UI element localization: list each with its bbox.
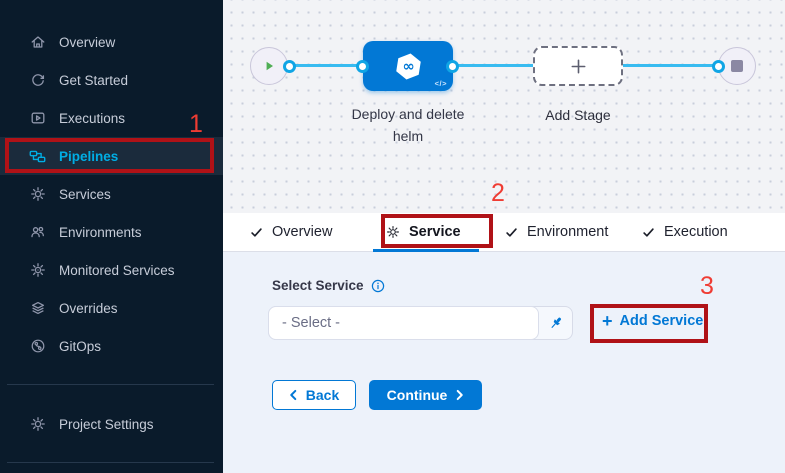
sidebar-item-label: Services bbox=[59, 186, 111, 202]
connector-dot[interactable] bbox=[446, 60, 459, 73]
info-icon[interactable] bbox=[371, 279, 385, 293]
annotation-number-2: 2 bbox=[491, 179, 505, 207]
code-badge: </> bbox=[434, 79, 447, 88]
sidebar-item-environments[interactable]: Environments bbox=[0, 213, 223, 251]
sidebar-item-overrides[interactable]: Overrides bbox=[0, 289, 223, 327]
chevron-left-icon bbox=[289, 389, 298, 401]
select-service-label-row: Select Service bbox=[272, 278, 385, 293]
executions-icon bbox=[29, 110, 46, 127]
check-icon bbox=[505, 226, 518, 239]
add-service-button[interactable]: + Add Service bbox=[602, 312, 703, 330]
tab-label: Service bbox=[409, 224, 461, 240]
chevron-right-icon bbox=[455, 389, 464, 401]
back-button-label: Back bbox=[305, 387, 340, 403]
sidebar-item-overview[interactable]: Overview bbox=[0, 23, 223, 61]
select-service-control: - Select - bbox=[268, 306, 573, 340]
svg-text:∞: ∞ bbox=[402, 58, 414, 75]
add-stage-button[interactable] bbox=[533, 46, 623, 86]
annotation-number-3: 3 bbox=[700, 272, 714, 300]
sidebar-item-label: Pipelines bbox=[59, 148, 119, 164]
continue-button[interactable]: Continue bbox=[369, 380, 482, 410]
home-icon bbox=[29, 34, 46, 51]
sidebar-nav: Overview Get Started Executions Pipeline… bbox=[0, 23, 223, 365]
services-gear-icon bbox=[29, 186, 46, 203]
main-panel: ∞ </> Deploy and delete helm Add Stage 2 bbox=[223, 0, 785, 473]
pin-runtime-input-button[interactable] bbox=[539, 307, 572, 339]
sidebar-item-label: Monitored Services bbox=[59, 262, 175, 278]
tab-label: Execution bbox=[664, 224, 728, 240]
tab-label: Environment bbox=[527, 224, 609, 240]
gitops-icon bbox=[29, 338, 46, 355]
sidebar-item-label: GitOps bbox=[59, 338, 102, 354]
pipeline-start-node[interactable] bbox=[250, 47, 288, 85]
service-form: Select Service - Select - + Add Service bbox=[223, 252, 785, 473]
add-stage-label: Add Stage bbox=[545, 107, 611, 123]
sidebar-item-executions[interactable]: Executions bbox=[0, 99, 223, 137]
gear-icon bbox=[29, 416, 46, 433]
tab-execution[interactable]: Execution bbox=[642, 213, 728, 251]
connector-dot[interactable] bbox=[356, 60, 369, 73]
sidebar-footer: Project Settings bbox=[0, 405, 223, 443]
sidebar-item-get-started[interactable]: Get Started bbox=[0, 61, 223, 99]
sidebar-divider bbox=[7, 462, 214, 463]
select-service-dropdown[interactable]: - Select - bbox=[268, 306, 539, 340]
tab-environment[interactable]: Environment bbox=[505, 213, 608, 251]
tab-label: Overview bbox=[272, 224, 333, 240]
connector-dot[interactable] bbox=[712, 60, 725, 73]
sidebar-item-label: Project Settings bbox=[59, 416, 154, 432]
sidebar-item-label: Get Started bbox=[59, 72, 129, 88]
pipeline-canvas: ∞ </> Deploy and delete helm Add Stage 2 bbox=[223, 0, 785, 213]
sidebar-item-pipelines[interactable]: Pipelines bbox=[0, 137, 223, 175]
play-icon bbox=[262, 59, 276, 73]
monitored-services-icon bbox=[29, 262, 46, 279]
sidebar-item-project-settings[interactable]: Project Settings bbox=[0, 405, 223, 443]
sidebar-item-label: Environments bbox=[59, 224, 142, 240]
pin-icon bbox=[548, 315, 564, 331]
select-service-label: Select Service bbox=[272, 278, 364, 293]
stop-icon bbox=[731, 60, 743, 72]
check-icon bbox=[250, 226, 263, 239]
connector-dot[interactable] bbox=[283, 60, 296, 73]
tab-service[interactable]: Service bbox=[386, 213, 461, 251]
sidebar: Overview Get Started Executions Pipeline… bbox=[0, 0, 223, 473]
back-button[interactable]: Back bbox=[272, 380, 356, 410]
plus-icon: + bbox=[602, 311, 613, 331]
add-service-label: Add Service bbox=[619, 313, 704, 329]
form-buttons: Back Continue bbox=[272, 380, 482, 410]
pipeline-flow-line bbox=[270, 64, 737, 67]
gear-icon bbox=[386, 225, 400, 239]
sidebar-item-monitored-services[interactable]: Monitored Services bbox=[0, 251, 223, 289]
plus-icon bbox=[569, 57, 588, 76]
sidebar-item-gitops[interactable]: GitOps bbox=[0, 327, 223, 365]
sidebar-item-label: Executions bbox=[59, 110, 126, 126]
continue-button-label: Continue bbox=[386, 387, 448, 403]
sidebar-item-label: Overview bbox=[59, 34, 116, 50]
get-started-icon bbox=[29, 72, 46, 89]
check-icon bbox=[642, 226, 655, 239]
sidebar-item-services[interactable]: Services bbox=[0, 175, 223, 213]
pipelines-icon bbox=[29, 148, 46, 165]
environments-icon bbox=[29, 224, 46, 241]
cd-stage-hexagon-icon: ∞ bbox=[392, 50, 425, 83]
overrides-layers-icon bbox=[29, 300, 46, 317]
tab-overview[interactable]: Overview bbox=[250, 213, 332, 251]
stage-tabbar: Overview Service Environment Execution bbox=[223, 213, 785, 252]
sidebar-item-label: Overrides bbox=[59, 300, 118, 316]
sidebar-divider bbox=[7, 384, 214, 385]
select-service-value: - Select - bbox=[282, 315, 341, 331]
stage-node-deploy-and-delete-helm[interactable]: ∞ </> bbox=[363, 41, 453, 91]
active-tab-underline bbox=[373, 249, 479, 252]
stage-label: Deploy and delete helm bbox=[351, 106, 465, 144]
